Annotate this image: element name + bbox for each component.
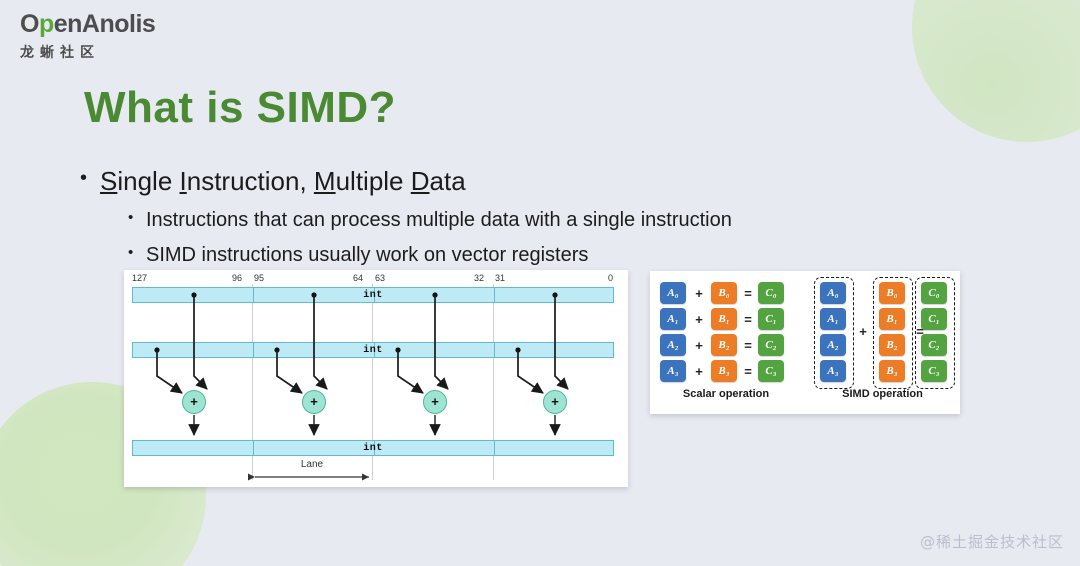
bullet-main-rest4: ata [429, 166, 466, 196]
scalar-equals-0: = [744, 286, 752, 301]
destination-register: int [132, 440, 614, 456]
bullet-sub-1: • Instructions that can process multiple… [128, 207, 900, 233]
scalar-cell-b3: B₃ [711, 360, 737, 382]
simd-vector-a-box [814, 277, 854, 389]
adder-lane-3: + [423, 390, 447, 414]
scalar-equals-2: = [744, 338, 752, 353]
scalar-cell-c1: C₁ [758, 308, 784, 330]
simd-vector-b-box [873, 277, 913, 389]
scalar-vs-simd-panel: A₀ + B₀ = C₀ A₁ + B₁ = C₁ A₂ + B₂ = C₂ A… [650, 271, 960, 414]
bit-label-96: 96 [232, 273, 243, 283]
register-lane-diagram: 127 96 95 64 63 32 31 0 int [124, 270, 628, 487]
lane-guide-1 [252, 284, 253, 480]
logo-chinese-subtitle: 龙蜥社区 [20, 45, 100, 61]
bullet-initial-s: S [100, 166, 118, 196]
scalar-plus-0: + [695, 286, 703, 301]
bit-label-31: 31 [495, 273, 506, 283]
simd-cell-b0: B₀ [879, 282, 905, 304]
page-title: What is SIMD? [84, 83, 397, 132]
simd-cell-c2: C₂ [921, 334, 947, 356]
register-type-label: int [363, 290, 383, 301]
scalar-cell-a3: A₃ [660, 360, 686, 382]
simd-cell-b1: B₁ [879, 308, 905, 330]
simd-equals: = [916, 324, 924, 339]
scalar-cell-c3: C₃ [758, 360, 784, 382]
simd-cell-a1: A₁ [820, 308, 846, 330]
bullet-initial-m: M [313, 166, 336, 196]
decorative-circle-top-right [912, 0, 1080, 142]
scalar-operation-caption: Scalar operation [682, 388, 770, 400]
lane-label: Lane [300, 459, 324, 470]
bullet-dot: • [128, 208, 134, 226]
scalar-equals-1: = [744, 312, 752, 327]
logo-word-pre: O [20, 10, 39, 38]
bullet-main: • Single Instruction, Multiple Data [80, 165, 900, 198]
bullet-dot: • [80, 167, 88, 189]
bullet-main-rest2: nstruction, [186, 166, 314, 196]
datapath-wiring [154, 292, 569, 481]
logo-wordmark: OpenAnolis [20, 10, 156, 38]
bullet-sub-2: • SIMD instructions usually work on vect… [128, 242, 900, 268]
source-register-b: int [132, 342, 614, 358]
register-type-label: int [363, 345, 383, 356]
openanolis-logo: OpenAnolis 龙蜥社区 [20, 10, 156, 62]
simd-cell-b2: B₂ [879, 334, 905, 356]
scalar-cell-a1: A₁ [660, 308, 686, 330]
simd-cell-a0: A₀ [820, 282, 846, 304]
adder-lane-4: + [543, 390, 567, 414]
simd-operation-caption: SIMD operation [842, 388, 923, 400]
bullet-sub-text: Instructions that can process multiple d… [146, 208, 732, 231]
register-type-label: int [363, 443, 383, 454]
scalar-equals-3: = [744, 364, 752, 379]
scalar-cell-a2: A₂ [660, 334, 686, 356]
source-register-a: int [132, 287, 614, 303]
simd-cell-a2: A₂ [820, 334, 846, 356]
adder-lane-2: + [302, 390, 326, 414]
simd-cell-b3: B₃ [879, 360, 905, 382]
lane-guide-2 [372, 284, 373, 480]
bullet-main-rest1: ingle [117, 166, 180, 196]
simd-vector-c-box [915, 277, 955, 389]
scalar-vs-simd-figure: A₀ + B₀ = C₀ A₁ + B₁ = C₁ A₂ + B₂ = C₂ A… [650, 271, 960, 414]
scalar-cell-b0: B₀ [711, 282, 737, 304]
bullet-main-rest3: ultiple [335, 166, 411, 196]
bit-label-95: 95 [254, 273, 265, 283]
scalar-plus-1: + [695, 312, 703, 327]
bullet-sub-text: SIMD instructions usually work on vector… [146, 243, 589, 266]
bit-label-63: 63 [375, 273, 386, 283]
scalar-plus-3: + [695, 364, 703, 379]
simd-cell-c1: C₁ [921, 308, 947, 330]
watermark: @稀土掘金技术社区 [919, 533, 1064, 551]
simd-cell-a3: A₃ [820, 360, 846, 382]
bullet-list: • Single Instruction, Multiple Data • In… [80, 165, 900, 268]
simd-plus: + [859, 324, 867, 339]
bullet-dot: • [128, 243, 134, 261]
simd-cell-c0: C₀ [921, 282, 947, 304]
scalar-cell-a0: A₀ [660, 282, 686, 304]
bullet-initial-d: D [410, 166, 430, 196]
scalar-cell-c2: C₂ [758, 334, 784, 356]
lane-guide-3 [493, 284, 494, 480]
bit-label-0: 0 [608, 273, 614, 283]
register-lane-diagram-panel: 127 96 95 64 63 32 31 0 int [124, 270, 628, 487]
logo-word-green-p: p [38, 10, 54, 38]
simd-cell-c3: C₃ [921, 360, 947, 382]
bullet-main-text: Single Instruction, Multiple Data [100, 165, 466, 198]
bullet-initial-i: I [179, 166, 187, 196]
bit-label-127: 127 [132, 273, 148, 283]
bit-label-32: 32 [474, 273, 485, 283]
scalar-cell-b1: B₁ [711, 308, 737, 330]
logo-word-post: enAnolis [53, 10, 156, 38]
adder-lane-1: + [182, 390, 206, 414]
scalar-cell-b2: B₂ [711, 334, 737, 356]
scalar-cell-c0: C₀ [758, 282, 784, 304]
bit-label-64: 64 [353, 273, 364, 283]
scalar-plus-2: + [695, 338, 703, 353]
